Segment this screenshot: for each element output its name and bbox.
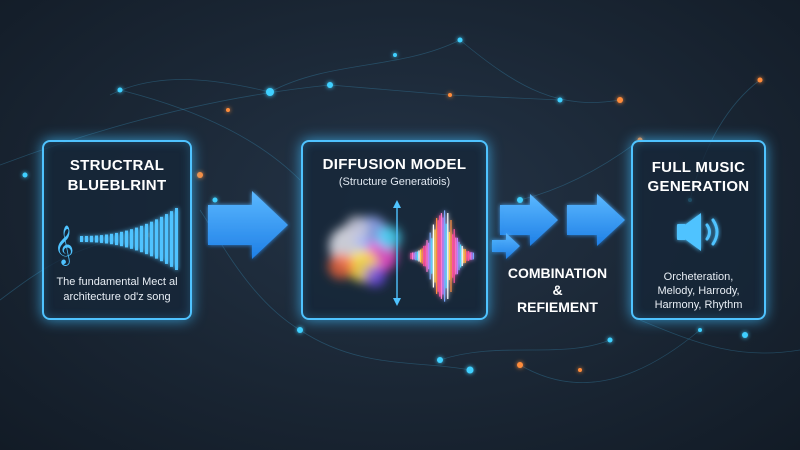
diffusion-visual: [328, 200, 474, 306]
network-node: [457, 37, 463, 43]
network-node: [393, 53, 397, 57]
blueprint-bar: [85, 235, 88, 243]
network-node: [212, 197, 218, 203]
blueprint-bar: [160, 216, 163, 262]
network-node: [327, 82, 333, 88]
blueprint-bar: [175, 208, 178, 270]
network-node: [607, 337, 613, 343]
network-node: [226, 108, 230, 112]
blueprint-bar: [145, 223, 148, 255]
stage1-description-line2: architecture od'z song: [63, 291, 171, 303]
blueprint-bar: [120, 231, 123, 247]
treble-clef-icon: 𝄞: [54, 225, 74, 266]
blueprint-bar: [130, 229, 133, 249]
stage1-description-line1: The fundamental Mect al: [56, 276, 178, 288]
network-node: [297, 327, 303, 333]
network-node: [437, 357, 443, 363]
blueprint-bar: [95, 235, 98, 243]
blueprint-bar: [115, 232, 118, 246]
network-node: [266, 88, 274, 96]
speaker-icon: [677, 213, 719, 251]
blueprint-bar: [155, 219, 158, 259]
stage-full-music-generation: FULL MUSIC GENERATION Orcheteration, Mel…: [631, 140, 766, 320]
network-node: [117, 87, 123, 93]
network-node: [557, 97, 563, 103]
blueprint-bar: [105, 234, 108, 244]
network-node: [617, 97, 623, 103]
combination-refinement-label: COMBINATION & REFIEMENT: [500, 265, 615, 316]
arrow-stage1-to-stage2: [208, 191, 288, 259]
blueprint-bar: [90, 235, 93, 243]
blueprint-bar: [110, 233, 113, 245]
blueprint-bar: [140, 225, 143, 253]
network-node: [517, 197, 523, 203]
arrow-small-refinement: [492, 233, 520, 259]
stage3-description-line2: Melody, Harrody,: [657, 285, 740, 297]
vertical-scale-arrow: [393, 200, 401, 306]
network-node: [757, 77, 763, 83]
blueprint-bars-icon: 𝄞: [54, 208, 178, 270]
blueprint-bar: [125, 230, 128, 248]
stage-diffusion-model: DIFFUSION MODEL (Structure Generatiois): [301, 140, 488, 320]
network-node: [698, 328, 702, 332]
arrow-combination-1: [500, 194, 558, 246]
stage1-title-line2: BLUEBLRINT: [67, 177, 167, 194]
stage3-title-line1: FULL MUSIC: [651, 159, 746, 176]
blueprint-bar: [100, 235, 103, 243]
arrow-combination-2: [567, 194, 625, 246]
combination-line2: &: [552, 282, 563, 298]
network-node: [578, 368, 582, 372]
stage3-title-line2: GENERATION: [647, 178, 750, 195]
network-node: [517, 362, 523, 368]
network-node: [22, 172, 28, 178]
network-node: [742, 332, 748, 338]
network-node: [197, 172, 203, 178]
stage1-title-line1: STRUCTRAL: [69, 157, 165, 174]
blueprint-bar: [165, 214, 168, 264]
stage2-subtitle: (Structure Generatiois): [338, 176, 451, 188]
network-node: [466, 366, 474, 374]
blueprint-bar: [135, 227, 138, 251]
stage3-description-line3: Harmony, Rhythm: [654, 299, 743, 311]
combination-line1: COMBINATION: [507, 265, 608, 281]
blueprint-bar: [80, 236, 83, 242]
blueprint-bar: [150, 221, 153, 257]
stage2-title: DIFFUSION MODEL: [322, 156, 467, 173]
combination-line3: REFIEMENT: [517, 299, 598, 315]
color-cloud-icon: [328, 216, 401, 287]
waveform-icon: [410, 210, 474, 302]
network-node: [448, 93, 452, 97]
blueprint-bar: [170, 211, 173, 267]
stage-structural-blueprint: STRUCTRAL BLUEBLRINT 𝄞 The fundamental M…: [42, 140, 192, 320]
stage3-description-line1: Orcheteration,: [663, 271, 734, 283]
